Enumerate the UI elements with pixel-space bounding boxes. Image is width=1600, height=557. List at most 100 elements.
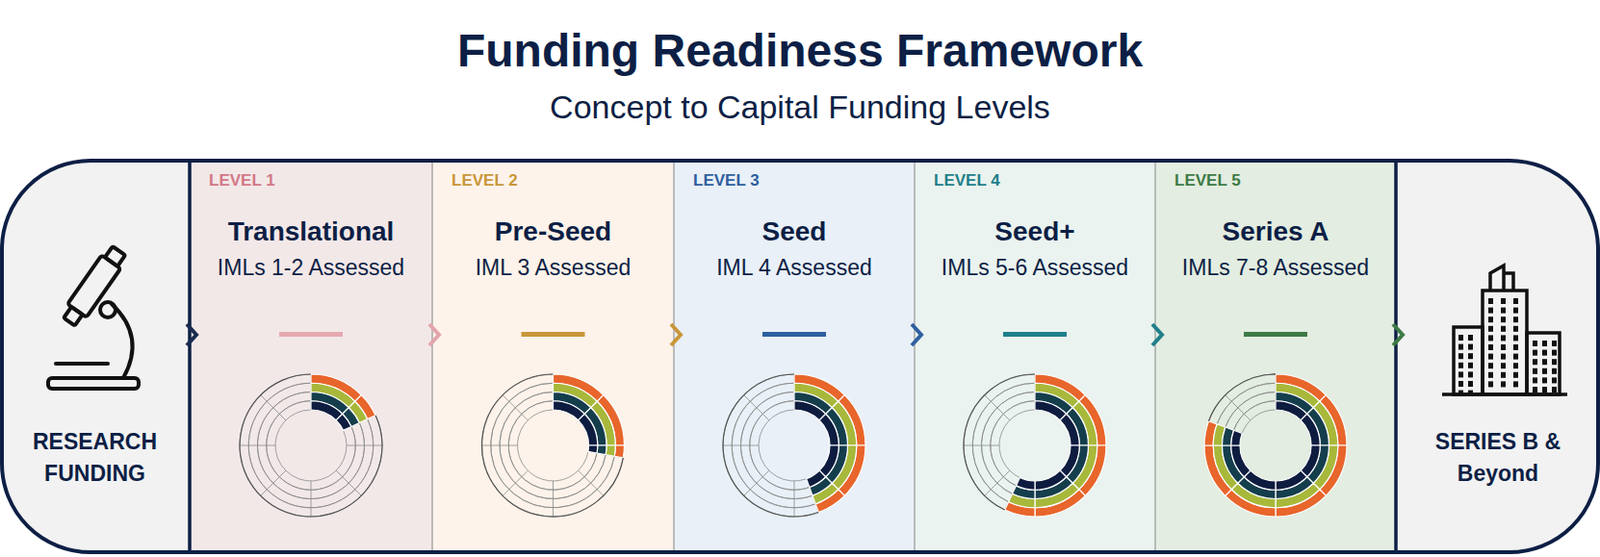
building-window (1468, 353, 1473, 360)
accent-bar (279, 332, 343, 337)
chevron-connector (186, 324, 197, 346)
panel-ground (673, 162, 915, 552)
iml-donut (1204, 374, 1347, 517)
building-window (1468, 371, 1473, 378)
level-label: LEVEL 1 (208, 171, 425, 191)
building-window (1542, 359, 1548, 365)
panel-ground (914, 162, 1156, 552)
panel-divider (187, 162, 192, 552)
diagram-title: Funding Readiness Framework (0, 24, 1600, 78)
building-window (1513, 354, 1519, 361)
panel-divider (1393, 162, 1398, 552)
donut-segment (1300, 445, 1320, 478)
building-window (1551, 350, 1557, 357)
iml-donut (482, 374, 625, 517)
panel-ground (189, 162, 433, 552)
donut-segment (260, 395, 286, 421)
building-window (1500, 344, 1506, 351)
donut-segment (1225, 395, 1251, 421)
funding-level-panel: LEVEL 5Series AIMLs 7-8 Assessed (1155, 162, 1396, 552)
chevron-connector (911, 324, 922, 346)
donut-segment (984, 470, 1010, 496)
donut-segment (1275, 401, 1308, 421)
building-window (1513, 308, 1519, 314)
donut-segment (1243, 470, 1276, 491)
funding-level-panel: LEVEL 3SeedIML 4 Assessed (673, 162, 915, 552)
subtitle: Concept to Capital Funding Levels (0, 88, 1600, 127)
building-window (1532, 359, 1538, 365)
building-window (1542, 350, 1548, 357)
donut-segment (1015, 478, 1035, 491)
building-window (1458, 362, 1464, 369)
building-window (1500, 316, 1506, 323)
building-window (1458, 335, 1464, 341)
donut-segment (553, 401, 586, 421)
building-window (1468, 381, 1473, 388)
funding-stage-panel: RESEARCH FUNDING (0, 162, 190, 552)
donut-segment (482, 374, 624, 517)
funding-level-panel: LEVEL 4Seed+IMLs 5-6 Assessed (914, 162, 1156, 552)
donut-segment (1234, 401, 1276, 435)
donut-segment (335, 413, 352, 431)
donut-segment (1225, 392, 1276, 432)
building-window (1542, 340, 1548, 347)
building-window (1532, 340, 1538, 347)
building-icon (1442, 265, 1568, 397)
building-window (1542, 368, 1548, 375)
building-window (1513, 372, 1519, 379)
donut-segment (722, 374, 819, 517)
donut-segment (990, 401, 1035, 487)
stage-label: RESEARCH FUNDING (18, 426, 173, 491)
building-window (1488, 326, 1494, 333)
building-window (1513, 316, 1519, 323)
donut-segment (963, 374, 1035, 511)
panel-ground (432, 162, 674, 552)
donut-segment (552, 481, 554, 517)
donut-segment (1231, 445, 1251, 478)
donut-segment (239, 374, 383, 517)
building-window (1532, 368, 1538, 375)
level-title: Series A (1160, 215, 1392, 249)
building-window (1458, 353, 1464, 360)
donut-segment (1208, 374, 1276, 422)
building-window (1488, 354, 1494, 361)
donut-segment (1231, 430, 1242, 446)
building-window (1513, 344, 1519, 351)
building-window (1488, 372, 1494, 379)
donut-segment (1034, 401, 1067, 421)
accent-bar (762, 332, 826, 337)
building-window (1488, 362, 1494, 369)
donut-segment (963, 445, 1000, 447)
donut-segment (981, 392, 1035, 495)
donut-segment (722, 445, 759, 447)
iml-range: IMLs 5-6 Assessed (919, 255, 1151, 283)
building-window (1500, 354, 1506, 361)
panel-ground (1155, 162, 1396, 552)
chevron-connector (1152, 324, 1162, 346)
building-window (1551, 377, 1557, 384)
donut-segment (502, 395, 528, 421)
building-window (1500, 335, 1506, 341)
stage-label: SERIES B & Beyond (1420, 426, 1575, 491)
level-title: Pre-Seed (437, 215, 670, 249)
building-window (1488, 298, 1494, 305)
building-window (1542, 387, 1548, 393)
building-window (1468, 335, 1473, 341)
donut-segment (596, 445, 607, 456)
chevron-connector (429, 324, 439, 346)
donut-segment (1208, 374, 1276, 425)
building-window (1513, 326, 1519, 333)
building-window (1513, 335, 1519, 341)
building-window (1488, 381, 1494, 388)
donut-segment (972, 383, 1035, 502)
building-window (1488, 308, 1494, 314)
building-window (1500, 298, 1506, 305)
iml-donut (239, 374, 383, 517)
donut-segment (819, 413, 839, 446)
funding-level-panel: LEVEL 1TranslationalIMLs 1-2 Assessed (189, 162, 433, 552)
donut-segment (1059, 413, 1080, 446)
donut-segment (482, 445, 518, 447)
donut-segment (482, 374, 624, 517)
building-window (1551, 340, 1557, 347)
building-window (1500, 326, 1506, 333)
